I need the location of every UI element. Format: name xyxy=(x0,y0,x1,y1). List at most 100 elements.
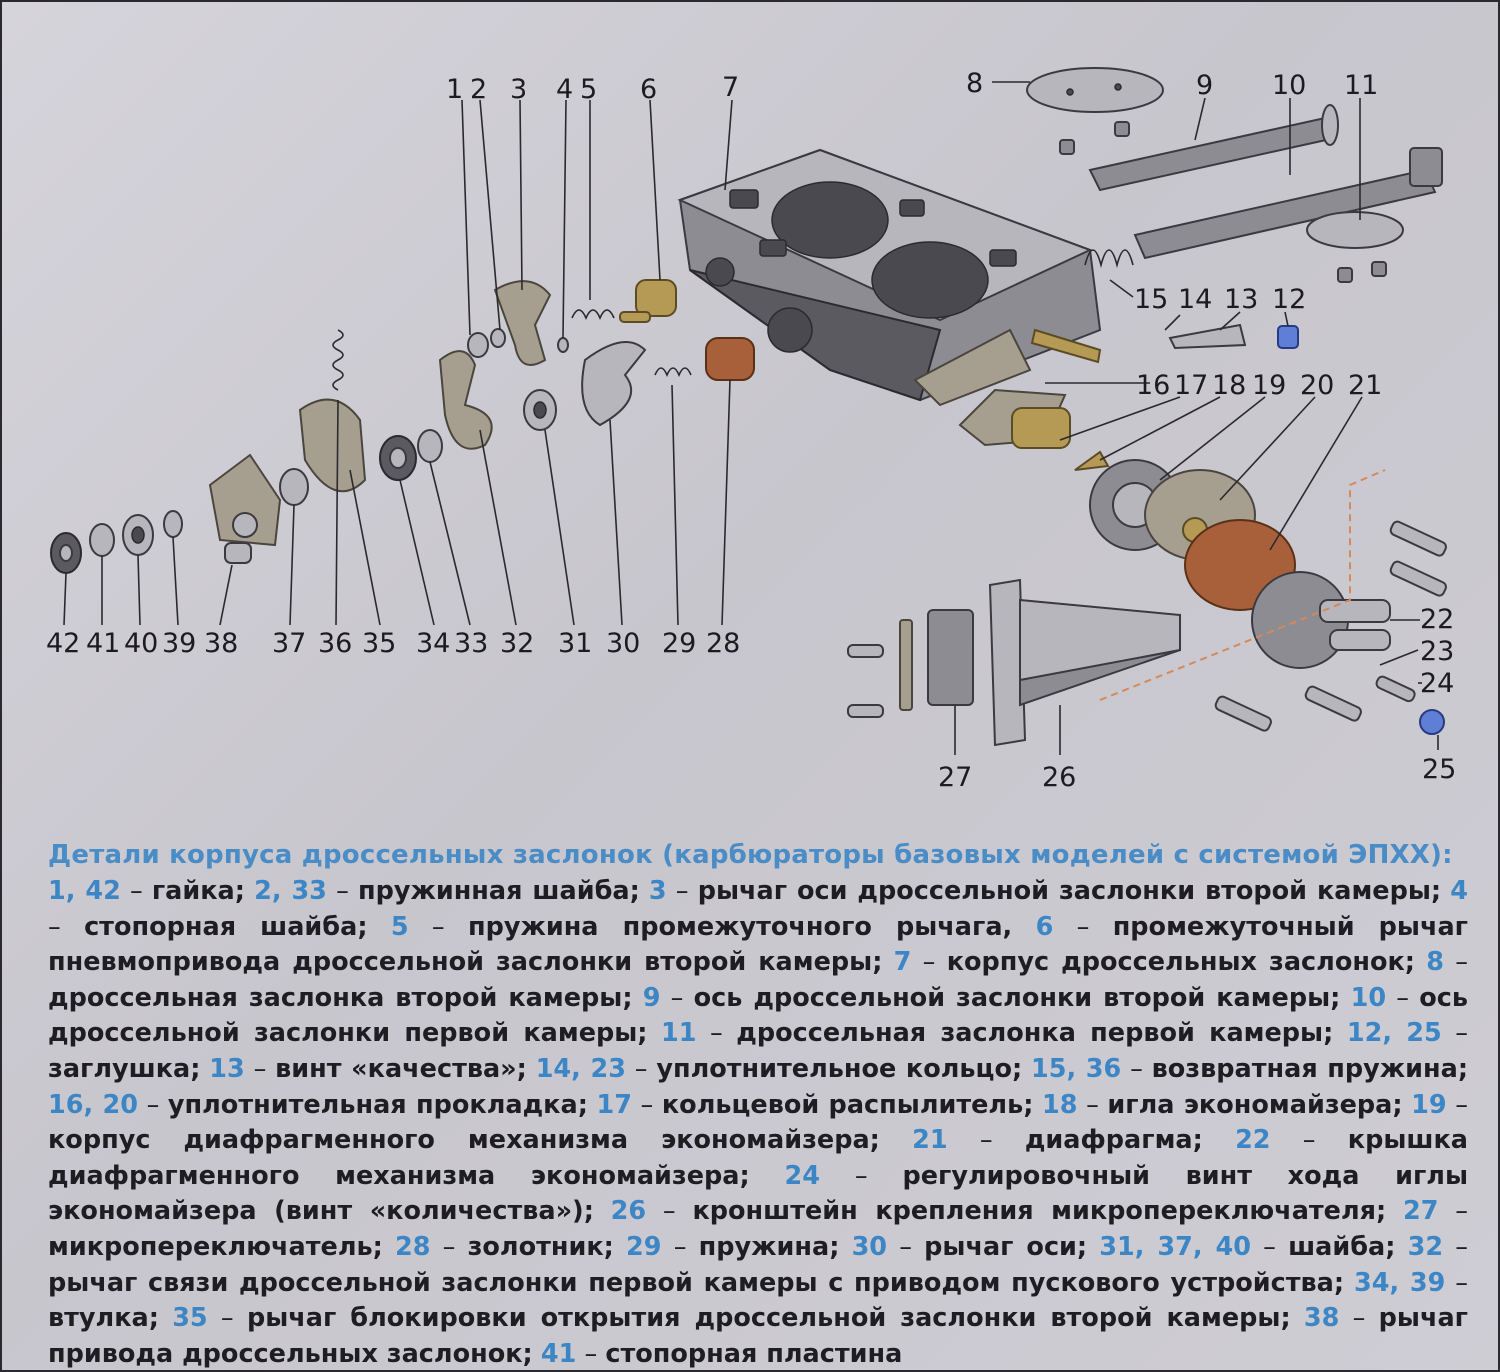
throttle-plate-11 xyxy=(1306,211,1404,283)
return-spring-36 xyxy=(332,329,344,391)
caption-item-description: промежуточный рычаг пневмопривода дрос­с… xyxy=(48,911,1468,978)
throttle-body-part xyxy=(677,148,1102,407)
economizer-needle-18 xyxy=(1074,450,1110,471)
bushing-34 xyxy=(379,435,417,481)
caption-item-number: 30 xyxy=(851,1231,888,1262)
caption-item-number: 15, 36 xyxy=(1031,1053,1122,1084)
caption-item-number: 4 xyxy=(1450,876,1469,906)
caption-item-description: пружина; xyxy=(698,1231,840,1262)
lever-32 xyxy=(438,350,493,450)
caption-item-description: ось дроссельной заслонки первой камеры; xyxy=(48,982,1468,1049)
callout-33: 33 xyxy=(454,628,488,659)
callout-27: 27 xyxy=(938,762,972,793)
lever-35 xyxy=(298,398,367,493)
caption-item-number: 34, 39 xyxy=(1353,1267,1446,1298)
exploded-parts-diagram: 1 2 3 4 5 6 7 8 9 10 11 12 13 14 15 16 1… xyxy=(46,67,1456,793)
ring-sprayer-17 xyxy=(1011,407,1071,449)
callout-36: 36 xyxy=(318,628,352,659)
callout-31: 31 xyxy=(558,628,592,659)
caption-title: Детали корпуса дроссельных заслонок (кар… xyxy=(48,840,1453,870)
callout-26: 26 xyxy=(1042,762,1076,793)
caption-item-number: 3 xyxy=(648,876,667,906)
figure-caption: Детали корпуса дроссельных заслонок (кар… xyxy=(48,840,1468,1372)
callout-9: 9 xyxy=(1196,70,1213,101)
throttle-axis-9 xyxy=(1088,104,1339,192)
microswitch-bracket-26 xyxy=(988,578,1181,747)
caption-body: 1, 42 – гайка; 2, 33 – пружинная шайба; … xyxy=(48,876,1469,1369)
caption-item-number: 27 xyxy=(1403,1196,1439,1227)
throttle-plate-8 xyxy=(1026,67,1164,155)
callout-28: 28 xyxy=(706,628,740,659)
caption-item-description: золотник; xyxy=(467,1231,614,1262)
caption-item-number: 32 xyxy=(1407,1231,1444,1262)
caption-item-description: микропере­ключатель; xyxy=(48,1231,383,1262)
callout-6: 6 xyxy=(640,74,657,105)
caption-item-number: 17 xyxy=(596,1089,632,1120)
caption-item-number: 31, 37, 40 xyxy=(1099,1231,1251,1262)
callout-11: 11 xyxy=(1344,70,1378,101)
caption-item-description: заглушка; xyxy=(48,1053,201,1084)
callout-34: 34 xyxy=(416,628,450,659)
callout-24: 24 xyxy=(1420,668,1454,699)
callout-18: 18 xyxy=(1212,370,1246,401)
callout-42: 42 xyxy=(46,628,80,659)
caption-item-description: дроссельная заслонка первой камеры; xyxy=(736,1018,1334,1049)
leader-lines xyxy=(63,81,1439,755)
caption-item-number: 22 xyxy=(1235,1125,1271,1156)
caption-item-description: шайба; xyxy=(1288,1231,1396,1262)
throttle-lever-38 xyxy=(208,453,282,564)
caption-item-description: рычаг привода дроссельных заслонок; xyxy=(48,1303,1469,1369)
caption-item-number: 6 xyxy=(1035,911,1054,942)
caption-item-description: крышка диафрагменного механизма экономай… xyxy=(48,1125,1468,1191)
caption-item-description: гайка; xyxy=(151,876,245,906)
caption-item-number: 14, 23 xyxy=(535,1053,626,1084)
caption-item-number: 28 xyxy=(394,1231,431,1262)
callout-37: 37 xyxy=(272,628,306,659)
caption-item-description: дроссельная заслонка второй камеры; xyxy=(48,982,633,1013)
caption-item-description: уплотни­тельное кольцо; xyxy=(656,1053,1023,1084)
caption-item-number: 13 xyxy=(209,1053,245,1084)
callout-17: 17 xyxy=(1174,370,1208,401)
caption-item-description: сто­порная пластина xyxy=(605,1338,903,1369)
callout-7: 7 xyxy=(722,72,739,103)
caption-item-description: возвратная пружина; xyxy=(1151,1053,1469,1084)
nut-42 xyxy=(50,532,82,574)
caption-item-number: 8 xyxy=(1426,947,1444,978)
caption-item-description: рычаг оси дроссельной заслонки второй ка… xyxy=(697,876,1442,906)
caption-item-number: 41 xyxy=(540,1338,577,1369)
intermediate-lever-6 xyxy=(619,279,677,323)
caption-item-number: 12, 25 xyxy=(1346,1018,1442,1049)
callout-25: 25 xyxy=(1422,754,1456,785)
caption-item-description: регулировочный винт хода иглы экономайзе… xyxy=(48,1160,1468,1227)
callout-1: 1 xyxy=(446,74,463,105)
callout-8: 8 xyxy=(966,68,983,99)
caption-item-description: втулка; xyxy=(48,1303,159,1334)
caption-item-number: 10 xyxy=(1350,982,1387,1013)
screws-economizer xyxy=(1214,520,1447,735)
callout-10: 10 xyxy=(1272,70,1306,101)
callout-19: 19 xyxy=(1252,370,1286,401)
caption-item-description: игла экономайзера; xyxy=(1107,1089,1403,1120)
callout-30: 30 xyxy=(606,628,640,659)
caption-item-description: рычаг блоки­ровки открытия дроссельной з… xyxy=(246,1303,1291,1334)
callout-40: 40 xyxy=(124,628,158,659)
callout-29: 29 xyxy=(662,628,696,659)
caption-item-description: кронштейн крепления микропереключателя; xyxy=(692,1196,1387,1227)
nut-1-and-washer-2 xyxy=(467,328,506,358)
return-spring-15 xyxy=(1084,249,1134,269)
callout-22: 22 xyxy=(1420,604,1454,635)
caption-item-description: рычаг связи дрос­сельной заслонки первой… xyxy=(48,1267,1345,1298)
caption-item-description: ось дроссельной заслонки второй камеры; xyxy=(693,982,1341,1013)
callout-numbers: 1 2 3 4 5 6 7 8 9 10 11 12 13 14 15 16 1… xyxy=(46,68,1456,793)
caption-item-number: 26 xyxy=(610,1196,647,1227)
quality-screw-13 xyxy=(1168,323,1299,350)
callout-12: 12 xyxy=(1272,284,1306,315)
caption-item-description: рычаг оси; xyxy=(924,1231,1088,1262)
caption-item-description: пружинная шайба; xyxy=(357,876,640,906)
callout-35: 35 xyxy=(362,628,396,659)
caption-item-number: 35 xyxy=(172,1303,208,1334)
callout-4: 4 xyxy=(556,74,573,105)
lever-30 xyxy=(581,341,647,427)
caption-item-description: кольцевой рас­пылитель; xyxy=(661,1089,1034,1120)
